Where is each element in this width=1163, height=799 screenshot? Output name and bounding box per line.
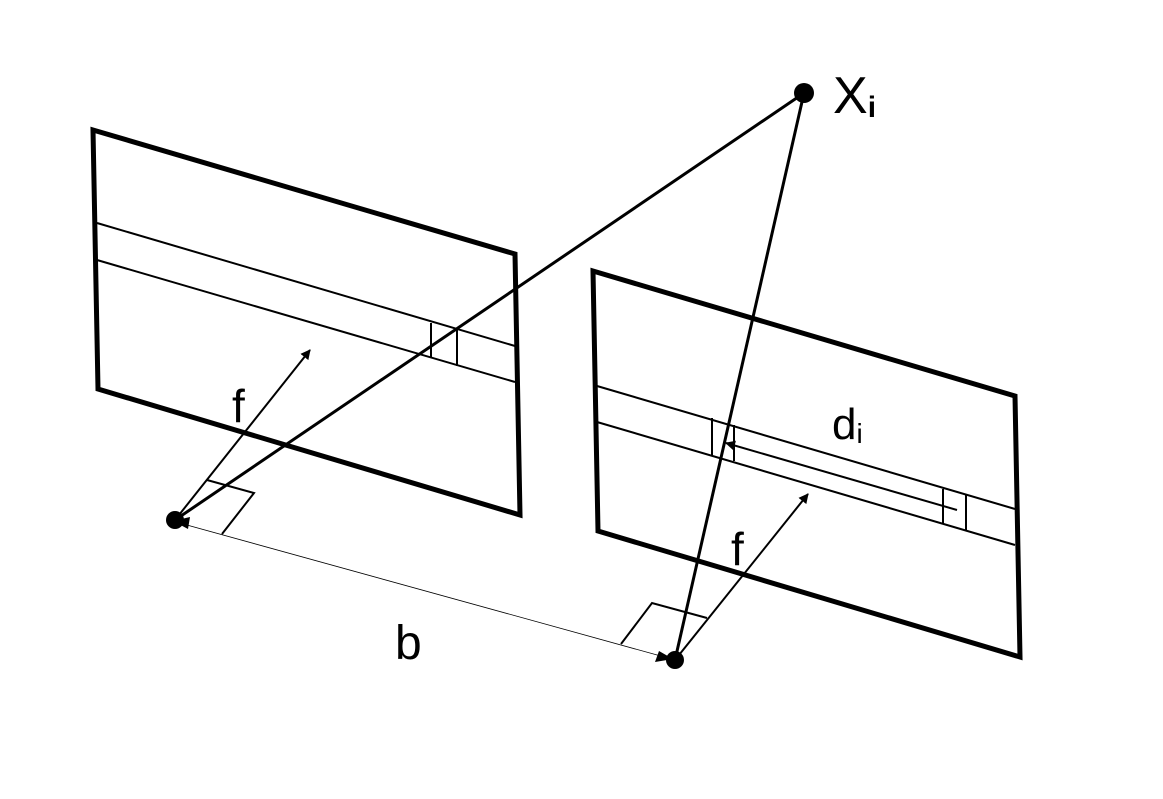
left-camera-center-dot xyxy=(166,511,184,529)
disparity-label-main: d xyxy=(832,400,856,449)
point-label-main: X xyxy=(833,67,868,125)
point-label: Xi xyxy=(833,67,876,125)
left-epipolar-line-top xyxy=(96,222,516,347)
right-plane-border xyxy=(590,267,1023,661)
right-epipolar-line-bottom xyxy=(596,421,1016,546)
right-camera-center-dot xyxy=(666,651,684,669)
disparity-label: di xyxy=(832,400,863,449)
right-projection-ray xyxy=(673,92,806,661)
disparity-arrow xyxy=(725,440,958,511)
left-right-angle-marker xyxy=(206,479,256,535)
left-focal-arrow xyxy=(174,349,311,521)
baseline-label: b xyxy=(395,617,422,670)
right-focal-arrow xyxy=(674,493,809,661)
point-label-subscript: i xyxy=(868,91,876,124)
focal-length-label-right: f xyxy=(731,523,744,575)
focal-length-label-left: f xyxy=(232,380,245,432)
right-image-plane xyxy=(590,267,1023,661)
left-image-plane xyxy=(90,126,523,519)
right-epipolar-line-top xyxy=(596,385,1016,510)
world-point-dot xyxy=(794,83,814,103)
left-projection-ray xyxy=(174,91,805,522)
baseline-line xyxy=(175,521,669,659)
disparity-label-subscript: i xyxy=(856,418,862,449)
left-plane-border xyxy=(90,126,523,519)
right-right-angle-marker xyxy=(620,601,708,645)
left-epipolar-line-bottom xyxy=(96,259,516,383)
